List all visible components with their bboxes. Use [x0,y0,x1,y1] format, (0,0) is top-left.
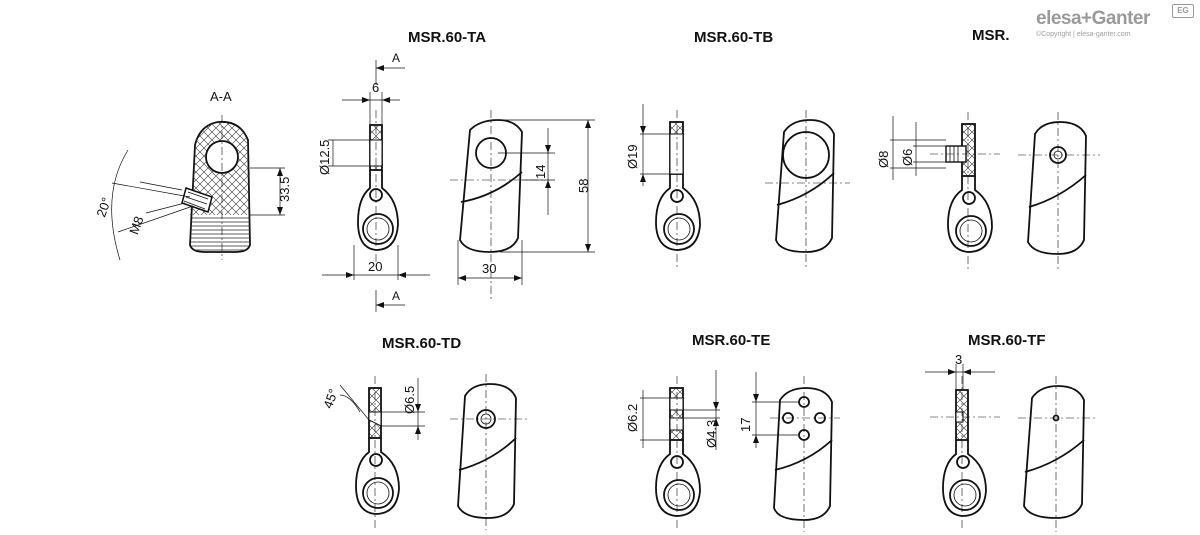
variant-tc-title: MSR. [972,27,1010,44]
variant-tf: MSR.60-TF 3 [925,332,1098,532]
brand-copyright: ©Copyright | elesa-ganter.com [1036,31,1131,38]
td-hole-dia-label: Ø6.5 [402,386,417,414]
te-outer-dia-label: Ø6.2 [625,404,640,432]
section-angle-label: 20° [93,195,114,219]
variant-ta: MSR.60-TA A A 6 Ø12.5 20 [317,29,595,312]
ta-hole-offset-label: 14 [533,165,548,179]
section-insert [181,187,213,213]
brand-logo-text: elesa+Ganter [1036,8,1150,29]
tc-inner-dia-label: Ø6 [900,149,915,166]
variant-td: MSR.60-TD 45° Ø6.5 [320,335,530,530]
tc-outer-dia-label: Ø8 [876,151,891,168]
te-spacing-label: 17 [738,418,753,432]
variant-te-title: MSR.60-TE [692,332,770,349]
ta-side-ring [357,170,399,251]
section-thread-label: M8 [126,214,146,236]
section-view-aa: A-A 20° M8 33.5 [93,89,292,261]
ta-base-width-label: 20 [368,259,382,274]
variant-td-title: MSR.60-TD [382,335,461,352]
te-front-body [773,387,833,521]
ta-hole-dia-label: Ø12.5 [317,140,332,175]
td-front-body [457,383,517,519]
variant-tc: MSR. Ø8 Ø6 [876,27,1100,272]
td-angle-label: 45° [320,387,341,411]
variant-tb-title: MSR.60-TB [694,29,773,46]
section-hole [205,140,239,174]
variant-te: MSR.60-TE Ø6.2 Ø4.3 17 [625,332,840,532]
section-title: A-A [210,89,232,104]
ta-height-label: 58 [576,179,591,193]
variant-tf-title: MSR.60-TF [968,332,1046,349]
tb-hole-dia-label: Ø19 [625,144,640,169]
te-inner-dia-label: Ø4.3 [704,420,719,448]
tb-front-body [775,119,835,253]
ta-thickness-label: 6 [372,80,379,95]
section-height-label: 33.5 [277,177,292,202]
brand-logo: elesa+Ganter ©Copyright | elesa-ganter.c… [1036,4,1196,42]
variant-tb: MSR.60-TB Ø19 [625,29,850,270]
ta-front-width-label: 30 [482,261,496,276]
ta-front-body [459,119,523,253]
tc-front-body [1027,121,1087,255]
variant-ta-title: MSR.60-TA [408,29,486,46]
tf-front-body [1023,385,1085,519]
brand-badge: EG [1172,4,1194,18]
ta-section-mark-top: A [392,51,400,65]
tf-thickness-label: 3 [955,352,962,367]
ta-section-mark-bottom: A [392,289,400,303]
ta-knurl [362,213,394,245]
